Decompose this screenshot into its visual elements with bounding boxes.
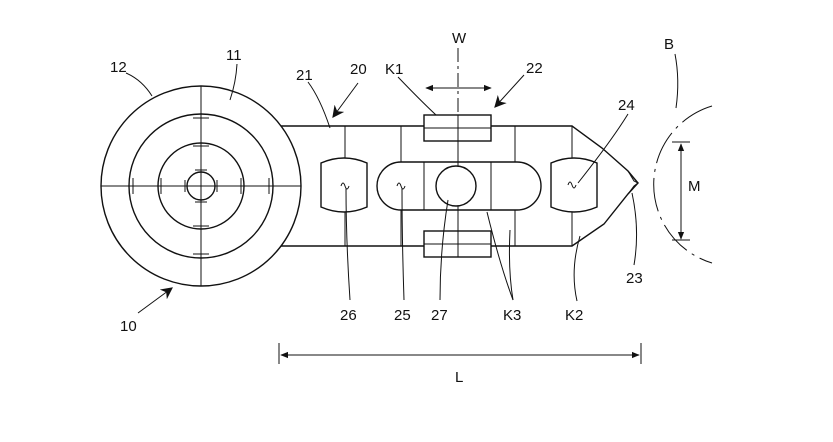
label-22: 22 bbox=[526, 60, 543, 77]
component-26 bbox=[321, 158, 367, 212]
leader-22 bbox=[495, 75, 524, 107]
label-11: 11 bbox=[226, 47, 242, 64]
label-20: 20 bbox=[350, 61, 367, 78]
leader-23 bbox=[632, 193, 637, 265]
wafer-b-outline bbox=[654, 106, 712, 263]
arm-tip-notch bbox=[628, 171, 638, 194]
label-24: 24 bbox=[618, 97, 635, 114]
label-27: 27 bbox=[431, 307, 448, 324]
leader-10 bbox=[138, 288, 172, 313]
label-25: 25 bbox=[394, 307, 411, 324]
component-24 bbox=[551, 158, 597, 212]
label-12: 12 bbox=[110, 59, 127, 76]
leader-k1 bbox=[398, 77, 436, 115]
label-k1: K1 bbox=[385, 61, 403, 78]
label-k3: K3 bbox=[503, 307, 521, 324]
label-m: M bbox=[688, 178, 701, 195]
label-b: B bbox=[664, 36, 674, 53]
leader-k2 bbox=[574, 236, 580, 301]
leader-k3-a bbox=[509, 230, 513, 300]
leader-12 bbox=[126, 73, 152, 96]
label-23: 23 bbox=[626, 270, 643, 287]
leader-20 bbox=[333, 83, 358, 117]
label-10: 10 bbox=[120, 318, 137, 335]
label-k2: K2 bbox=[565, 307, 583, 324]
label-w: W bbox=[452, 30, 467, 47]
label-26: 26 bbox=[340, 307, 357, 324]
label-21: 21 bbox=[296, 67, 313, 84]
leader-21 bbox=[308, 82, 330, 128]
leader-b bbox=[675, 54, 678, 108]
label-l: L bbox=[455, 369, 463, 386]
hole-27 bbox=[436, 166, 476, 206]
